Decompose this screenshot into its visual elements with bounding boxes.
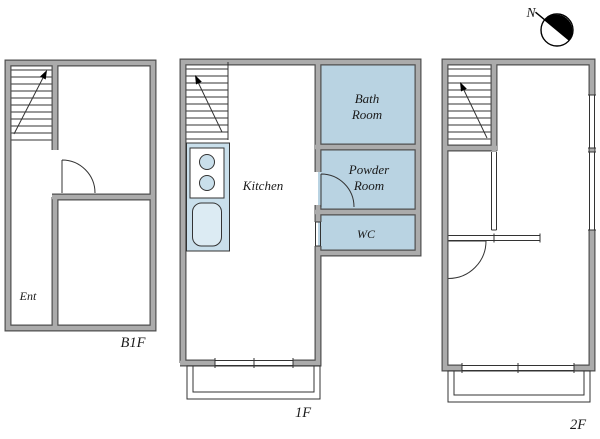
bath-room-label-line2: Room (351, 107, 382, 122)
f1-stairs-arrow-head (195, 75, 202, 85)
wc-label: WC (357, 227, 376, 241)
compass-needle (535, 11, 570, 41)
f1-balcony-outline (186, 365, 321, 400)
f2-stairs-arrow-shaft (460, 83, 488, 139)
f1-plan (186, 62, 355, 400)
f1-floor-label: 1F (295, 405, 311, 421)
powder-room-label-line2: Room (353, 178, 384, 193)
compass-filled-half (544, 14, 573, 41)
powder-room-label-line1: Powder (348, 162, 390, 177)
f1-stairs-arrow-shaft (195, 77, 223, 133)
f2-balcony-outline (447, 370, 591, 403)
f2-plan (447, 68, 596, 403)
b1f-stairs-arrow-shaft (13, 71, 47, 135)
f2-stairs-arrow-head (460, 82, 467, 92)
f2-partition-window (448, 233, 541, 243)
labels: Ent B1F Kitchen Bath Room Powder Room WC… (19, 91, 587, 433)
stove-burner-icon (199, 154, 215, 170)
f2-walls-outline (445, 62, 592, 368)
entrance-label: Ent (19, 289, 37, 303)
walls (8, 62, 592, 368)
compass-circle (540, 13, 574, 47)
b1f-plan (11, 69, 96, 194)
f2-door-swing-arc (448, 240, 487, 279)
powder-room-area (318, 147, 418, 212)
b1f-stairs-treads (11, 69, 52, 141)
wc-area (318, 212, 418, 253)
north-arrow: N (525, 5, 574, 47)
kitchen-sink (192, 202, 222, 247)
b1f-door-swing-arc (61, 159, 96, 194)
f1-stairs-treads (186, 62, 229, 140)
f2-walls (445, 62, 592, 368)
b1f-stairs-arrow-head (40, 70, 47, 80)
f2-right-windows (588, 94, 596, 231)
bath-room-label-line1: Bath (355, 91, 380, 106)
north-label: N (525, 5, 536, 20)
f2-stairwell-railing (491, 152, 497, 231)
f2-floor-label: 2F (570, 417, 586, 433)
wc-door (315, 221, 321, 247)
stove-burner-icon (199, 175, 215, 191)
f2-balcony-inner-line (453, 370, 585, 396)
kitchen-label: Kitchen (242, 178, 283, 193)
bath-room-area (318, 62, 418, 147)
f1-colored-rooms (318, 62, 418, 253)
f2-stairs-treads (448, 68, 491, 140)
b1f-floor-label: B1F (121, 335, 146, 351)
powder-room-door-swing-arc (320, 173, 355, 208)
f1-balcony-inner-line (192, 365, 315, 393)
